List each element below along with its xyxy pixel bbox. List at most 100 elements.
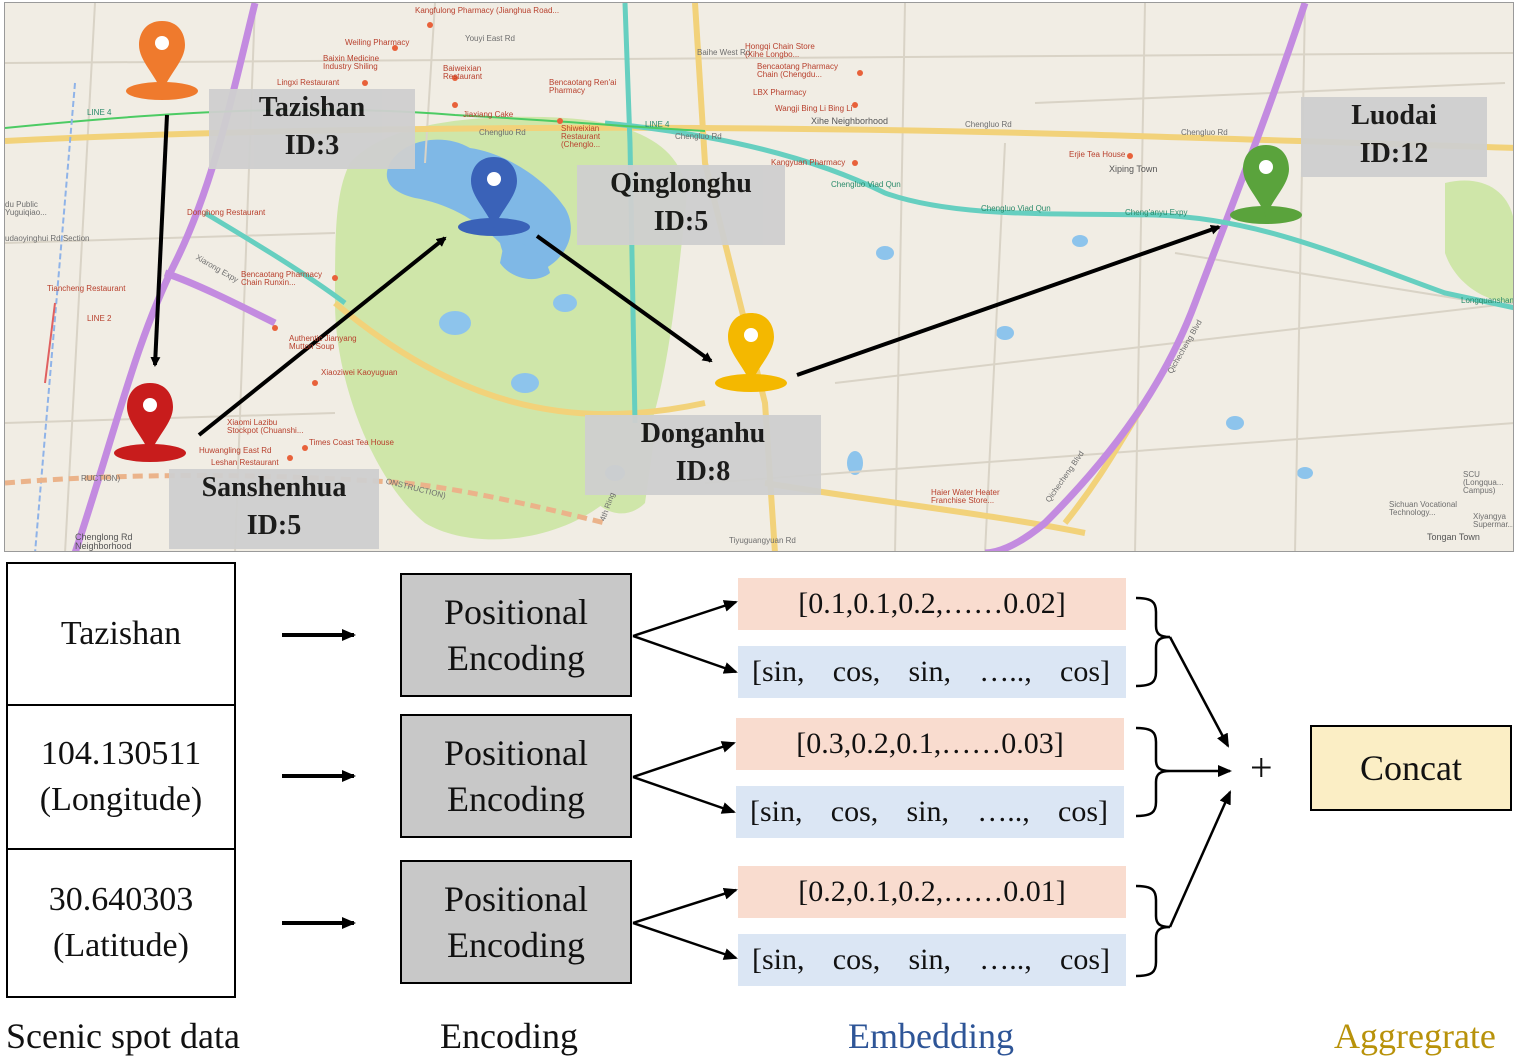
diagram-connectors: [282, 596, 1232, 978]
map-label: Leshan Restaurant: [211, 458, 279, 467]
map-label: Jiaxiang Cake: [463, 110, 514, 119]
map-label: udaoyinghui Rd Section: [5, 234, 90, 243]
encoder-label: Encoding: [447, 925, 585, 965]
spot-id: ID:5: [246, 510, 302, 541]
map-label: Lingxi Restaurant: [277, 78, 340, 87]
map-label: Xiping Town: [1109, 164, 1158, 174]
map-label: Kangyuan Pharmacy: [771, 158, 846, 167]
sin-term: [sin,: [750, 795, 803, 828]
map-label: Longquanshan: [1461, 296, 1514, 305]
embedding-value-vector-1: [0.1,0.1,0.2,……0.02]: [738, 578, 1126, 630]
data-text: 30.640303: [48, 881, 194, 918]
data-subtext: (Latitude): [53, 927, 189, 964]
map-label: Bencaotang Pharmacy Chain (Chengdu...: [757, 62, 838, 79]
plus-sign: +: [1250, 745, 1273, 790]
data-text: Tazishan: [60, 615, 182, 652]
caption-aggregate: Aggregrate: [1334, 1016, 1496, 1056]
spot-label-donganhu: Donganhu ID:8: [585, 415, 821, 495]
map-label: Weiling Pharmacy: [345, 38, 410, 47]
map-label: Sichuan Vocational Technology...: [1389, 500, 1458, 517]
map-label: Tiyuguangyuan Rd: [729, 536, 796, 545]
spot-label-tazishan: Tazishan ID:3: [209, 89, 415, 169]
spot-id: ID:8: [675, 456, 731, 487]
spot-name: Tazishan: [258, 92, 366, 123]
embedding-sin-vector-3: [sin, cos, sin, ….., cos]: [738, 934, 1126, 986]
map-panel: Tazishan ID:3 Sanshenhua ID:5 Qinglonghu…: [4, 2, 1514, 552]
sin-term: sin,: [906, 795, 950, 828]
map-label: Bencaotang Ren'ai Pharmacy: [549, 78, 617, 95]
embedding-value-vector-2: [0.3,0.2,0.1,……0.03]: [736, 718, 1124, 770]
map-label: LINE 4: [87, 108, 112, 117]
map-label: LINE 4: [645, 120, 670, 129]
sin-term: [sin,: [752, 943, 805, 976]
map-label: Youyi East Rd: [465, 34, 515, 43]
sin-term: cos,: [832, 655, 881, 688]
positional-encoding-box-1: Positional Encoding: [400, 573, 632, 697]
encoder-label: Encoding: [447, 638, 585, 678]
map-label: Chenglong Rd Neighborhood: [75, 532, 133, 551]
spot-label-qinglonghu: Qinglonghu ID:5: [577, 165, 785, 245]
data-text: 104.130511: [40, 735, 202, 772]
caption-encoding: Encoding: [440, 1016, 578, 1056]
map-label: Chengluo Viad Qun: [831, 180, 901, 189]
caption-embedding: Embedding: [848, 1016, 1014, 1056]
data-cell-longitude: 104.130511 (Longitude): [6, 704, 236, 850]
map-label: SCU (Longqua... Campus): [1463, 470, 1504, 495]
encoder-label: Positional: [443, 733, 589, 773]
map-label: Xiyangya Supermar...: [1473, 512, 1514, 529]
embedding-value-vector-3: [0.2,0.1,0.2,……0.01]: [738, 866, 1126, 918]
map-label: Baiweixian Restaurant: [443, 64, 483, 81]
sin-term: sin,: [908, 943, 952, 976]
sin-term: …..,: [979, 943, 1032, 976]
data-subtext: (Longitude): [39, 781, 203, 818]
map-label: Xihe Neighborhood: [811, 116, 889, 126]
spot-id: ID:12: [1359, 138, 1429, 169]
sin-term: sin,: [908, 655, 952, 688]
sin-term: cos]: [1060, 655, 1110, 688]
map-label: Haier Water Heater Franchise Store...: [931, 488, 1000, 505]
map-label: Chengluo Rd: [675, 132, 722, 141]
map-label: Xiaoziwei Kaoyuguan: [321, 368, 398, 377]
spot-name: Qinglonghu: [610, 168, 752, 199]
map-label: Cheng'anyu Expy: [1125, 208, 1188, 217]
map-label: Erjie Tea House: [1069, 150, 1126, 159]
spot-label-sanshenhua: Sanshenhua ID:5: [169, 469, 379, 549]
encoder-label: Positional: [443, 879, 589, 919]
map-label: Bencaotang Pharmacy Chain Runxin...: [241, 270, 322, 287]
encoder-label: Encoding: [447, 779, 585, 819]
map-label: du Public Yuguiqiao...: [5, 200, 47, 217]
encoder-label: Positional: [443, 592, 589, 632]
map-label: Wangji Bing Li Bing Li: [775, 104, 853, 113]
map-label: Kangfulong Pharmacy (Jianghua Road...: [415, 6, 560, 15]
map-label: Baixin Medicine Industry Shiling: [323, 54, 380, 71]
data-cell-latitude: 30.640303 (Latitude): [6, 848, 236, 998]
embedding-sin-vector-1: [sin, cos, sin, ….., cos]: [738, 646, 1126, 698]
data-cell-name: Tazishan: [6, 562, 236, 706]
spot-id: ID:3: [284, 130, 340, 161]
concat-box: Concat: [1310, 725, 1512, 811]
map-label: Huwangling East Rd: [199, 446, 272, 455]
positional-encoding-box-2: Positional Encoding: [400, 714, 632, 838]
embedding-sin-vector-2: [sin, cos, sin, ….., cos]: [736, 786, 1124, 838]
map-label: Donghong Restaurant: [187, 208, 266, 217]
map-label: Xiaomi Lazibu Stockpot (Chuanshi...: [227, 418, 304, 435]
spot-name: Luodai: [1351, 100, 1437, 131]
map-label: LINE 2: [87, 314, 112, 323]
map-label: Tongan Town: [1427, 532, 1480, 542]
map-label: LBX Pharmacy: [753, 88, 807, 97]
sin-term: …..,: [977, 795, 1030, 828]
map-label: Times Coast Tea House: [309, 438, 394, 447]
map-label: Tiancheng Restaurant: [47, 284, 126, 293]
caption-scenic-spot-data: Scenic spot data: [6, 1016, 240, 1056]
map-label: RUCTION): [81, 474, 121, 483]
map-label: Chengluo Rd: [965, 120, 1012, 129]
sin-term: cos]: [1060, 943, 1110, 976]
sin-term: cos,: [830, 795, 879, 828]
map-label: Chengluo Rd: [1181, 128, 1228, 137]
spot-name: Sanshenhua: [201, 472, 347, 503]
spot-id: ID:5: [653, 206, 709, 237]
map-label: Baihe West Rd: [697, 48, 751, 57]
map-label: Chengluo Viad Qun: [981, 204, 1051, 213]
positional-encoding-box-3: Positional Encoding: [400, 860, 632, 984]
map-label: Chengluo Rd: [479, 128, 526, 137]
